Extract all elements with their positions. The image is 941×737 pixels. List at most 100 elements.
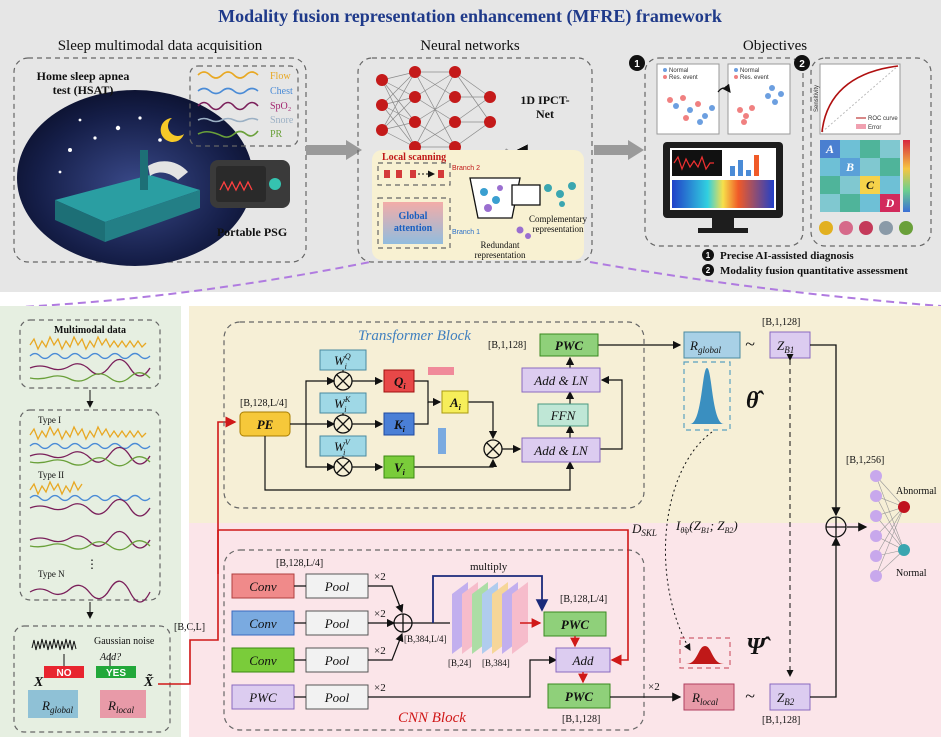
roc-curve xyxy=(821,65,899,133)
input-dim-label: [B,C,L] xyxy=(174,622,205,633)
svg-text:Rglobal: Rglobal xyxy=(689,338,721,355)
transformer-dim-out: [B,1,128] xyxy=(488,340,526,351)
conv2-label: Conv xyxy=(249,616,277,631)
global-dist-box xyxy=(683,361,731,431)
stars xyxy=(58,116,162,174)
r-global-node xyxy=(683,331,741,359)
badge-2 xyxy=(794,55,810,71)
global-attention-line2: attention xyxy=(394,223,433,234)
objective2-panel xyxy=(810,57,932,247)
svg-text:Normal: Normal xyxy=(740,68,759,74)
roc-legend: ROC curve xyxy=(868,116,898,122)
scatter-points-separated xyxy=(737,85,784,125)
bed-icon xyxy=(55,150,200,242)
noise-types-box xyxy=(19,409,161,601)
svg-text:Res. event: Res. event xyxy=(740,75,769,81)
scatter-after xyxy=(727,63,791,135)
svg-text:Rlocal: Rlocal xyxy=(691,690,718,707)
typeN-waveform xyxy=(29,580,151,603)
complementary-dots xyxy=(544,182,576,207)
cnn-dim-24: [B,24] xyxy=(448,658,471,668)
local-distribution xyxy=(686,646,724,664)
cnn-dim-out: [B,1,128] xyxy=(562,714,600,725)
networks-panel xyxy=(357,57,593,263)
gaussian-noise-wave xyxy=(31,638,77,651)
noise-decision-box xyxy=(13,625,171,733)
pwc-branch-label: PWC xyxy=(248,690,277,705)
svg-text:ZB2: ZB2 xyxy=(777,690,795,707)
type2-label: Type II xyxy=(38,470,64,480)
yes-badge xyxy=(96,666,136,678)
svg-text:ZB1: ZB1 xyxy=(777,338,794,355)
type2-waveforms xyxy=(29,480,151,551)
error-legend: Error xyxy=(868,125,881,131)
times2-2: ×2 xyxy=(374,608,386,620)
svg-text:Add: Add xyxy=(572,653,594,668)
objective-item-2: Modality fusion quantitative assessment xyxy=(720,265,908,277)
local-scanning-label: Local scanning xyxy=(382,152,446,163)
svg-text:Normal: Normal xyxy=(669,68,688,74)
x-label: X xyxy=(33,675,44,690)
q-vector xyxy=(428,367,454,375)
r-local-box xyxy=(100,690,146,718)
portable-psg-device xyxy=(210,160,290,208)
q-box xyxy=(383,369,415,393)
transformer-block xyxy=(223,321,645,509)
funnel-icon xyxy=(469,177,541,219)
multiply-path xyxy=(432,575,549,623)
cnn-dim-mid: [B,128,L/4] xyxy=(560,594,607,605)
hsat-label-line1: Home sleep apnea xyxy=(37,69,130,83)
branch2-label: Branch 2 xyxy=(452,165,480,172)
abnormal-label: Abnormal xyxy=(896,486,937,497)
svg-text:YES: YES xyxy=(106,668,126,679)
type1-label: Type I xyxy=(38,415,61,425)
cnn-dim-384: [B,384] xyxy=(482,658,510,668)
cnn-dim-in: [B,128,L/4] xyxy=(276,558,323,569)
cnn-block xyxy=(223,549,645,731)
typeN-label: Type N xyxy=(38,569,65,579)
multiply-label: multiply xyxy=(470,561,508,573)
times2-4: ×2 xyxy=(374,682,386,694)
modality-matrix xyxy=(820,140,910,212)
cnn-add xyxy=(555,647,611,673)
addln-bottom xyxy=(521,437,601,463)
redundant-line1: Redundant xyxy=(481,240,520,250)
zoom-line-left xyxy=(0,261,371,309)
cnn-pwc-top xyxy=(543,611,607,637)
addln-top xyxy=(521,367,601,393)
complementary-line2: representation xyxy=(533,224,584,234)
svg-text:2: 2 xyxy=(799,59,805,70)
concat-node xyxy=(825,516,847,538)
svg-text:1: 1 xyxy=(634,59,640,70)
k-box xyxy=(383,412,415,436)
svg-text:Vi: Vi xyxy=(394,460,406,477)
multimodal-label: Multimodal data xyxy=(54,325,126,336)
signal-snore: Snore xyxy=(270,115,294,126)
ffn-box xyxy=(537,403,589,427)
psg-label: Portable PSG xyxy=(217,225,287,239)
x-tilde-label: X̃ xyxy=(143,672,154,690)
conv1-label: Conv xyxy=(249,579,277,594)
tilde-bottom: ~ xyxy=(745,686,755,706)
pool2-label: Pool xyxy=(324,616,350,631)
cnn-dim-cat: [B,384,L/4] xyxy=(404,634,447,644)
signal-pr: PR xyxy=(270,129,283,140)
gaussian-noise-label: Gaussian noise xyxy=(94,636,155,647)
concat-dim: [B,1,256] xyxy=(846,455,884,466)
hsat-label-line2: test (HSAT) xyxy=(53,83,114,97)
global-attention-line1: Global xyxy=(399,211,428,222)
signal-box xyxy=(189,65,299,147)
transformer-dim-in: [B,128,L/4] xyxy=(240,398,287,409)
normal-label: Normal xyxy=(896,568,927,579)
residual-red-path xyxy=(218,529,629,666)
r-global-box xyxy=(28,690,78,718)
pool4-label: Pool xyxy=(324,690,350,705)
svg-text:NO: NO xyxy=(57,668,72,679)
mi-label: Iθ̂ψ̂(ZB1; ZB2) xyxy=(675,518,738,535)
svg-text:Rglobal: Rglobal xyxy=(41,698,73,715)
pool1-label: Pool xyxy=(324,579,350,594)
item2-badge xyxy=(702,264,714,276)
svg-text:Add & LN: Add & LN xyxy=(533,373,589,388)
